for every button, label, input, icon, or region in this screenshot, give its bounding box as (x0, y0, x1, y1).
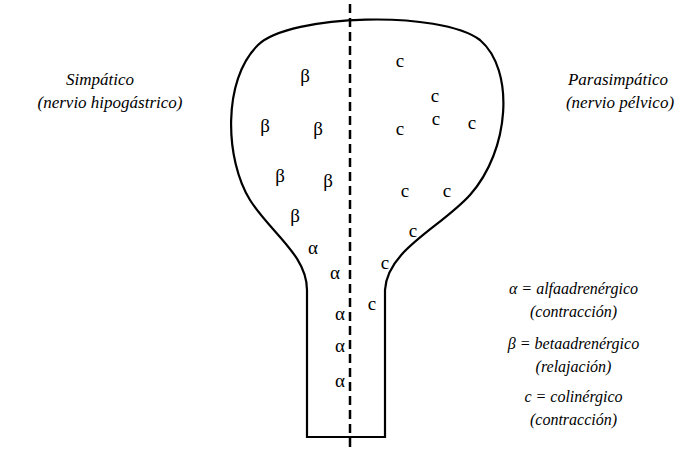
receptor-symbol: α (330, 263, 340, 282)
receptor-symbol: α (335, 336, 345, 355)
receptor-symbol: c (368, 294, 376, 313)
receptor-symbol: α (335, 371, 345, 390)
receptor-symbol: c (443, 181, 451, 200)
receptor-symbol: β (313, 119, 323, 138)
receptor-symbol: α (308, 238, 318, 257)
receptor-symbol: c (396, 51, 404, 70)
legend-note: c = colinérgico (contracción) (486, 385, 661, 431)
receptor-symbol: c (431, 86, 439, 105)
receptor-symbol: β (300, 66, 310, 85)
legend-note: α = alfaadrenérgico (contracción) (486, 277, 661, 323)
nerve-label: Simpático (66, 70, 134, 90)
legend-note: β = betaadrenérgico (relajación) (486, 332, 661, 378)
receptor-symbol: c (432, 109, 440, 128)
receptor-symbol: c (381, 253, 389, 272)
midline-dashed (349, 4, 352, 452)
receptor-symbol: β (290, 206, 300, 225)
bladder-outline: cβcccββcββccβcαcαcααα (225, 10, 515, 440)
nerve-label: Parasimpático (568, 70, 668, 90)
receptor-symbol: c (401, 181, 409, 200)
nerve-label: (nervio hipogástrico) (38, 93, 183, 113)
bladder-shape (225, 10, 515, 440)
nerve-label: (nervio pélvico) (566, 93, 674, 113)
receptor-symbol: β (260, 116, 270, 135)
bladder-wall (231, 20, 503, 437)
receptor-symbol: α (335, 304, 345, 323)
receptor-symbol: c (409, 221, 417, 240)
receptor-symbol: c (468, 113, 476, 132)
receptor-symbol: β (323, 171, 333, 190)
receptor-symbol: β (275, 166, 285, 185)
receptor-symbol: c (396, 119, 404, 138)
